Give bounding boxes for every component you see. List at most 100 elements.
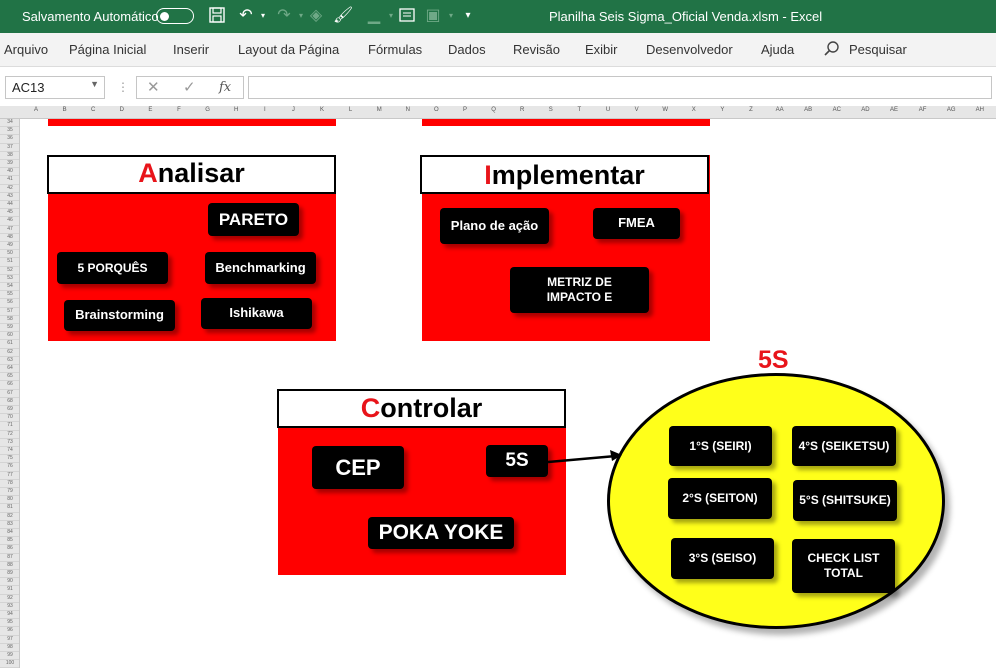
row-header-cell[interactable]: 44 (0, 201, 19, 210)
cancel-icon[interactable]: ✕ (147, 79, 160, 96)
column-header-cell[interactable]: R (520, 107, 525, 113)
row-header-cell[interactable]: 43 (0, 193, 19, 201)
row-header-cell[interactable]: 57 (0, 308, 19, 316)
tab-layout-da-pagina[interactable]: Layout da Página (238, 42, 340, 57)
row-header-cell[interactable]: 42 (0, 185, 19, 193)
row-header-cell[interactable]: 34 (0, 119, 19, 128)
tab-inserir[interactable]: Inserir (173, 42, 210, 57)
pareto-button[interactable]: PARETO (208, 203, 299, 236)
undo-icon[interactable]: ↶ (239, 7, 253, 24)
benchmarking-button[interactable]: Benchmarking (205, 252, 316, 284)
column-header-cell[interactable]: AC (832, 107, 841, 113)
row-header-cell[interactable]: 74 (0, 447, 19, 456)
row-header-cell[interactable]: 46 (0, 217, 19, 226)
row-header-cell[interactable]: 38 (0, 152, 19, 160)
column-header-cell[interactable]: X (691, 107, 696, 113)
row-header-cell[interactable]: 76 (0, 463, 19, 472)
poka-yoke-button[interactable]: POKA YOKE (368, 517, 514, 549)
row-header-cell[interactable]: 86 (0, 545, 19, 554)
row-header-cell[interactable]: 48 (0, 234, 19, 242)
row-header-cell[interactable]: 41 (0, 176, 19, 185)
row-header-cell[interactable]: 51 (0, 258, 19, 267)
row-header-cell[interactable]: 39 (0, 160, 19, 169)
column-header-cell[interactable]: F (177, 107, 181, 113)
seiso-button[interactable]: 3°S (SEISO) (671, 538, 774, 579)
row-header-cell[interactable]: 68 (0, 398, 19, 406)
row-header-cell[interactable]: 53 (0, 275, 19, 283)
row-header-cell[interactable]: 77 (0, 472, 19, 480)
tab-revisao[interactable]: Revisão (513, 42, 560, 57)
row-header-cell[interactable]: 61 (0, 340, 19, 349)
row-header-cell[interactable]: 47 (0, 226, 19, 234)
tab-pagina-inicial[interactable]: Página Inicial (69, 42, 147, 57)
row-header-cell[interactable]: 91 (0, 586, 19, 595)
column-header-cell[interactable]: W (662, 107, 669, 113)
seiketsu-button[interactable]: 4°S (SEIKETSU) (792, 426, 896, 466)
row-header-cell[interactable]: 60 (0, 332, 19, 341)
row-header-cell[interactable]: 85 (0, 537, 19, 546)
cinco-s-button[interactable]: 5S (486, 445, 548, 477)
row-header-cell[interactable]: 35 (0, 127, 19, 136)
row-header-cell[interactable]: 75 (0, 455, 19, 464)
row-header-cell[interactable]: 49 (0, 242, 19, 251)
row-header-cell[interactable]: 37 (0, 144, 19, 152)
row-header-cell[interactable]: 82 (0, 513, 19, 521)
row-header-cell[interactable]: 95 (0, 619, 19, 628)
row-header-cell[interactable]: 55 (0, 291, 19, 300)
cinco-porques-button[interactable]: 5 PORQUÊS (57, 252, 168, 284)
column-header-cell[interactable]: L (348, 107, 353, 113)
row-header-cell[interactable]: 71 (0, 422, 19, 431)
insert-function-icon[interactable]: fx (219, 80, 232, 95)
column-header-cell[interactable]: S (548, 107, 553, 113)
row-header-cell[interactable]: 79 (0, 488, 19, 497)
row-header-cell[interactable]: 90 (0, 578, 19, 587)
row-header-cell[interactable]: 45 (0, 209, 19, 218)
column-header-cell[interactable]: I (263, 107, 266, 113)
column-header-cell[interactable]: M (376, 107, 382, 113)
column-header-cell[interactable]: G (205, 107, 210, 113)
check-list-total-button[interactable]: CHECK LIST TOTAL (792, 539, 895, 593)
chevron-down-icon[interactable]: ▼ (90, 79, 99, 89)
column-header-cell[interactable]: V (634, 107, 639, 113)
column-header-cell[interactable]: AG (946, 107, 956, 113)
column-header-cell[interactable]: P (462, 107, 467, 113)
row-header-cell[interactable]: 78 (0, 480, 19, 488)
column-header-cell[interactable]: Q (491, 107, 496, 113)
column-header-cell[interactable]: C (91, 107, 96, 113)
format-painter-icon[interactable]: 🖌 (333, 7, 354, 24)
column-header-cell[interactable]: J (291, 107, 295, 113)
tab-exibir[interactable]: Exibir (585, 42, 618, 57)
tab-ajuda[interactable]: Ajuda (761, 42, 795, 57)
row-header-cell[interactable]: 99 (0, 652, 19, 661)
column-header-cell[interactable]: K (319, 107, 324, 113)
plano-de-acao-button[interactable]: Plano de ação (440, 208, 549, 244)
row-header-cell[interactable]: 88 (0, 562, 19, 570)
column-header-cell[interactable]: T (577, 107, 582, 113)
seiton-button[interactable]: 2°S (SEITON) (668, 478, 772, 519)
row-header-cell[interactable]: 92 (0, 595, 19, 603)
column-header-cell[interactable]: B (62, 107, 67, 113)
row-header-cell[interactable]: 97 (0, 636, 19, 644)
name-box[interactable]: AC13 ▼ (5, 76, 105, 99)
fmea-button[interactable]: FMEA (593, 208, 680, 239)
row-header-cell[interactable]: 66 (0, 381, 19, 390)
matriz-impacto-button[interactable]: METRIZ DE IMPACTO E (510, 267, 649, 313)
row-header-cell[interactable]: 70 (0, 414, 19, 423)
row-header-cell[interactable]: 40 (0, 168, 19, 177)
row-header-cell[interactable]: 65 (0, 373, 19, 382)
column-header-cell[interactable]: D (119, 107, 124, 113)
brainstorming-button[interactable]: Brainstorming (64, 300, 175, 331)
row-header-cell[interactable]: 81 (0, 504, 19, 513)
column-header-cell[interactable]: N (405, 107, 410, 113)
row-header-cell[interactable]: 83 (0, 521, 19, 529)
customize-qat-icon[interactable]: ▾ (465, 10, 471, 21)
row-header-cell[interactable]: 89 (0, 570, 19, 579)
column-header-cell[interactable]: A (33, 107, 38, 113)
row-header-cell[interactable]: 59 (0, 324, 19, 333)
row-header-cell[interactable]: 100 (0, 660, 19, 668)
tab-dados[interactable]: Dados (448, 42, 486, 57)
row-header-cell[interactable]: 73 (0, 439, 19, 447)
column-header-cell[interactable]: AF (918, 107, 927, 113)
row-header-cell[interactable]: 94 (0, 611, 19, 620)
column-header-cell[interactable]: Z (749, 107, 753, 113)
